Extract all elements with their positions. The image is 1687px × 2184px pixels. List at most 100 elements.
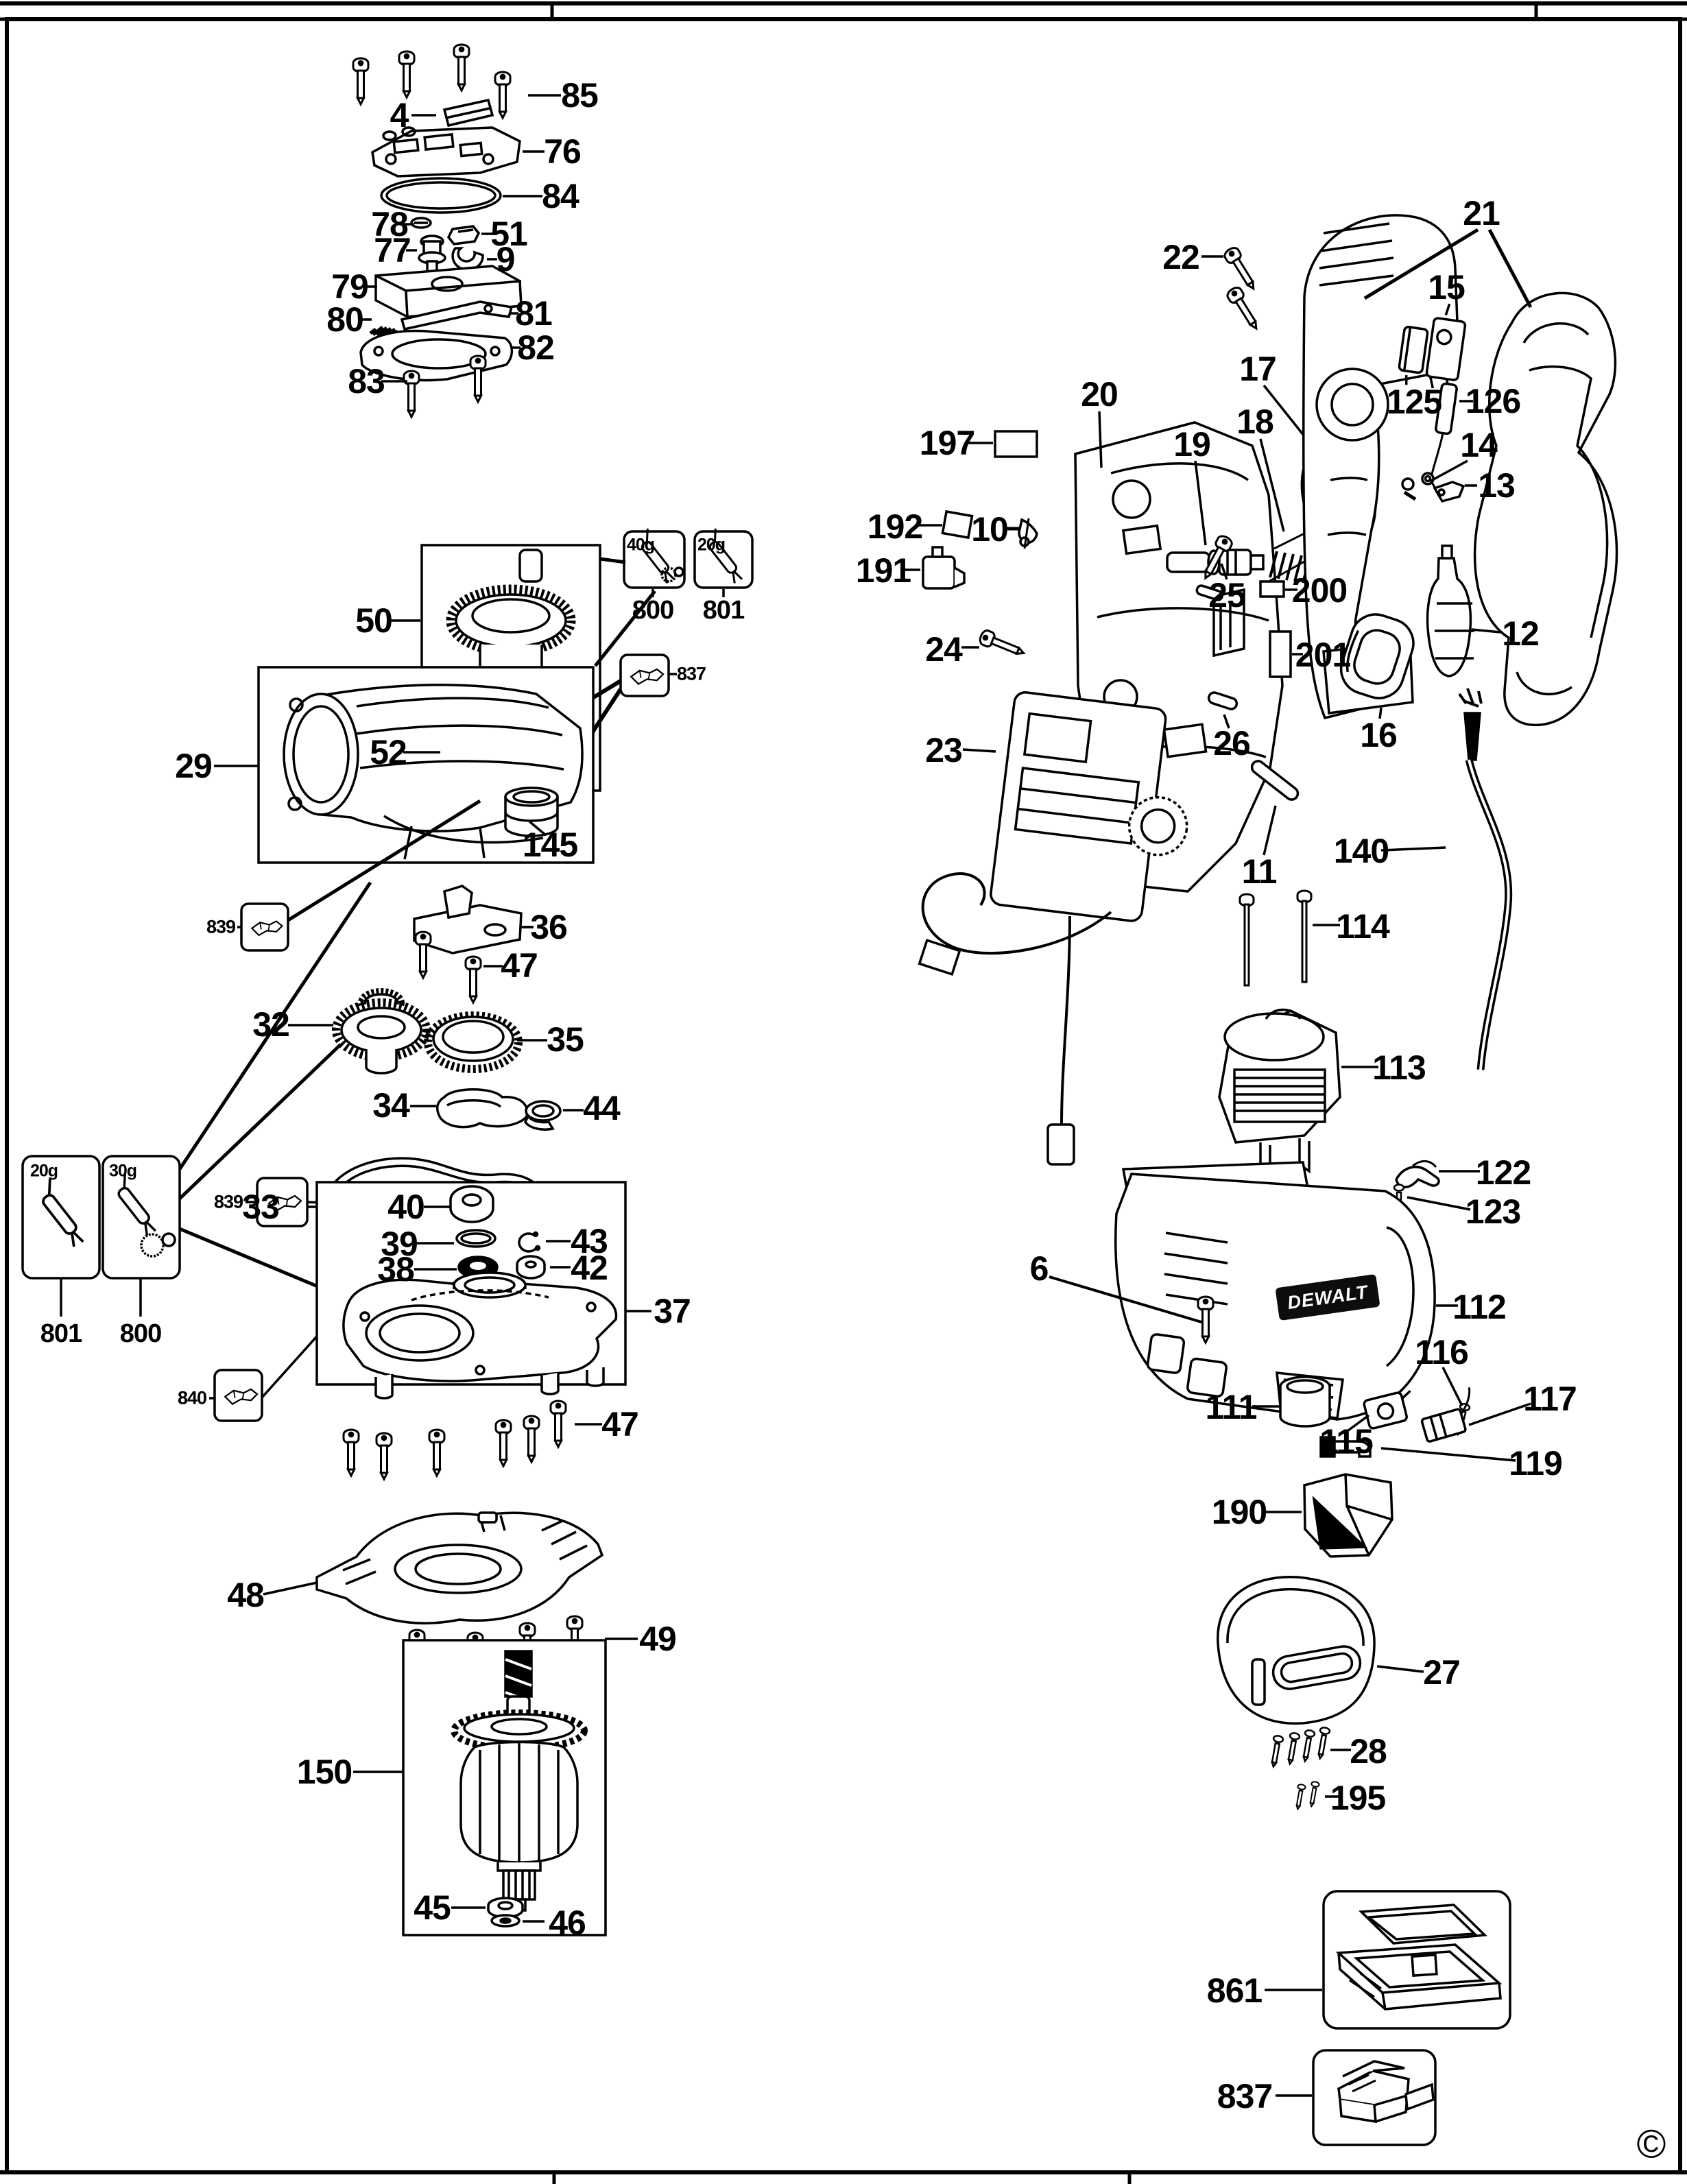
callout-114: 114 <box>1336 907 1390 946</box>
callout-861: 861 <box>1206 1971 1263 2010</box>
cam-34 <box>410 1088 529 1129</box>
callout-23: 23 <box>925 731 963 769</box>
callout-84: 84 <box>542 177 579 215</box>
leader-50-to-800 <box>594 557 656 667</box>
kit-box-800a <box>623 527 686 597</box>
callout-48: 48 <box>227 1576 265 1614</box>
cover-27 <box>1217 1576 1424 1725</box>
stator-113 <box>1218 1008 1378 1179</box>
callout-801: 801 <box>702 596 745 625</box>
callout-6: 6 <box>1029 1249 1049 1288</box>
part-192 <box>916 509 974 540</box>
pin-11 <box>1250 760 1300 856</box>
brush-117 <box>1420 1387 1471 1443</box>
callout-123: 123 <box>1465 1192 1521 1231</box>
ring-gear-35 <box>424 1011 547 1073</box>
callout-14: 14 <box>1460 426 1498 464</box>
kit-box-800b <box>101 1155 181 1317</box>
callout-117: 117 <box>1523 1380 1577 1418</box>
callout-50: 50 <box>355 601 393 640</box>
callout-800-b: 800 <box>119 1319 162 1348</box>
ring-16 <box>1339 613 1415 719</box>
callout-28: 28 <box>1350 1732 1387 1771</box>
kit-box-839b <box>246 1177 376 1227</box>
callout-35: 35 <box>547 1020 584 1059</box>
spindle-77 <box>418 235 446 274</box>
kit-box-839a <box>237 902 289 952</box>
screws-195 <box>1293 1780 1341 1811</box>
pad-4 <box>442 98 494 128</box>
callout-10: 10 <box>971 510 1009 549</box>
spring-80 <box>369 326 399 339</box>
leader-6 <box>1049 1275 1202 1323</box>
callout-113: 113 <box>1372 1048 1426 1087</box>
connector-a <box>918 938 961 976</box>
ring-111 <box>1252 1376 1331 1428</box>
callout-111: 111 <box>1205 1388 1258 1426</box>
screw-24 <box>977 627 1028 662</box>
callout-51: 51 <box>490 215 528 253</box>
grease-weight-20g: 20g <box>697 535 726 555</box>
callout-122: 122 <box>1475 1153 1531 1192</box>
callout-16: 16 <box>1360 716 1398 754</box>
cover-37-part <box>342 1271 618 1400</box>
callout-85: 85 <box>561 76 599 115</box>
sleeve-145 <box>504 787 559 837</box>
callout-52: 52 <box>370 733 407 771</box>
holder-115 <box>1363 1390 1411 1430</box>
callout-116: 116 <box>1415 1333 1469 1371</box>
callout-145: 145 <box>522 826 578 864</box>
callout-119: 119 <box>1509 1444 1563 1483</box>
module-23 <box>990 691 1188 922</box>
brush-lead-122 <box>1395 1160 1480 1188</box>
elbow-13 <box>1403 481 1477 503</box>
callout-45: 45 <box>414 1888 451 1927</box>
callout-49: 49 <box>639 1620 677 1658</box>
callout-11: 11 <box>1241 852 1278 891</box>
callout-32: 32 <box>252 1005 290 1044</box>
callout-40: 40 <box>387 1188 425 1226</box>
leader-839a <box>287 799 481 922</box>
callout-26: 26 <box>1213 724 1251 763</box>
pin-26 <box>1207 691 1239 729</box>
callout-15: 15 <box>1428 268 1465 307</box>
callout-39: 39 <box>381 1225 418 1263</box>
callout-200: 200 <box>1291 571 1348 610</box>
part-125 <box>1398 326 1429 385</box>
armature-150 <box>451 1650 588 1912</box>
callout-43: 43 <box>571 1222 608 1260</box>
circlip-43 <box>518 1231 571 1253</box>
rect-197 <box>968 430 1038 458</box>
callout-20: 20 <box>1081 375 1118 413</box>
gearcase-29 <box>283 684 584 860</box>
plate-assembly-76 <box>371 126 521 178</box>
callout-17: 17 <box>1239 350 1277 388</box>
callout-77: 77 <box>374 231 411 269</box>
handle-cover-21 <box>1473 291 1618 727</box>
callout-115: 115 <box>1319 1422 1374 1461</box>
harness-23 <box>921 872 1112 1125</box>
clip-10 <box>1007 518 1038 549</box>
oring-39 <box>417 1229 496 1248</box>
callout-190: 190 <box>1211 1493 1267 1531</box>
boot-190 <box>1263 1473 1393 1558</box>
washer-46 <box>490 1914 545 1928</box>
copyright-mark: © <box>1636 2122 1666 2167</box>
callout-47b: 47 <box>601 1405 639 1443</box>
callout-192: 192 <box>867 507 923 546</box>
callout-38: 38 <box>377 1250 415 1288</box>
rings-14 <box>1401 459 1468 491</box>
callout-78: 78 <box>371 205 409 243</box>
rect-201 <box>1269 630 1303 678</box>
gear-32 <box>288 988 431 1075</box>
callout-33: 33 <box>242 1188 280 1226</box>
leaders-21 <box>1363 228 1533 309</box>
rect-200 <box>1259 580 1297 598</box>
screws-49 <box>408 1615 638 1680</box>
callout-840: 840 <box>177 1387 207 1408</box>
callout-837-b: 837 <box>1217 2077 1273 2115</box>
leader-23 <box>962 748 996 753</box>
